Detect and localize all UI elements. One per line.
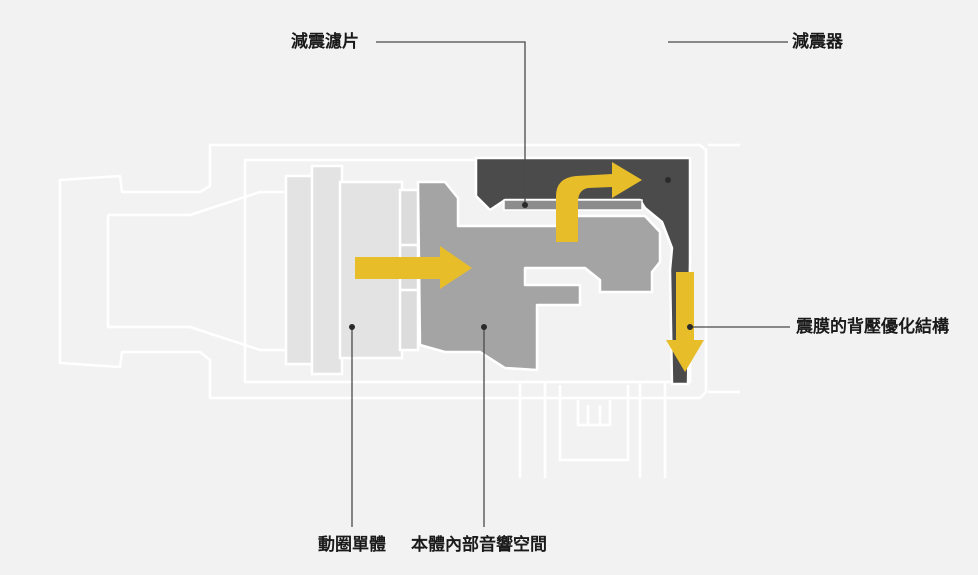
airflow-arrow-curved (556, 162, 642, 242)
label-damping-filter: 減震濾片 (291, 32, 359, 52)
label-internal-acoustic-space: 本體內部音響空間 (411, 535, 547, 555)
label-dynamic-driver: 動圈單體 (318, 535, 386, 555)
airflow-arrows (355, 162, 704, 372)
leader-lines (351, 41, 790, 527)
label-damper: 減震器 (792, 32, 843, 52)
airflow-arrow-horizontal (355, 246, 472, 289)
airflow-arrow-down (666, 272, 704, 372)
label-back-pressure-structure: 震膜的背壓優化結構 (796, 317, 949, 337)
leader-dots (349, 177, 693, 330)
leader-damping-filter (376, 41, 526, 205)
